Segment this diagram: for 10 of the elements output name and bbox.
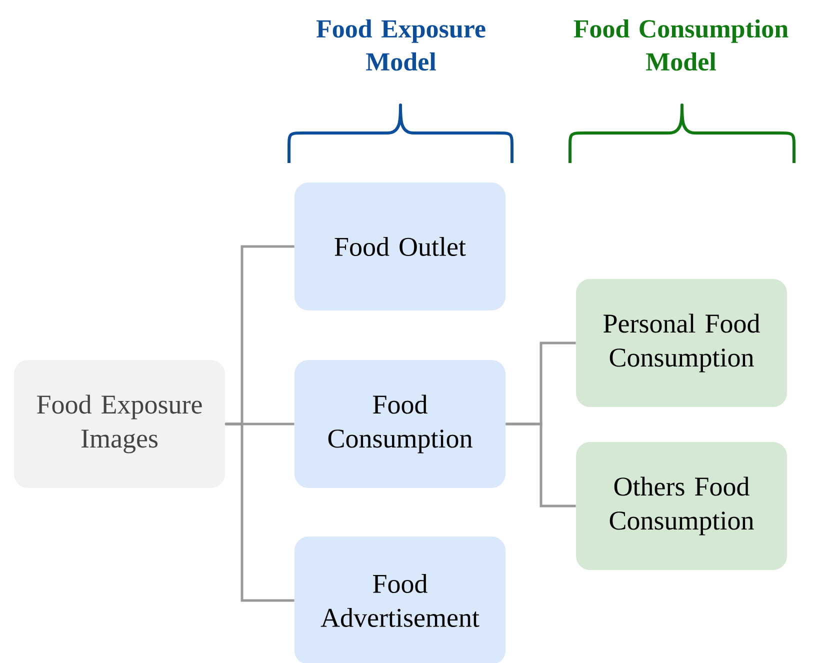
process-box: Food Consumption bbox=[294, 360, 506, 488]
process-box: Food Outlet bbox=[294, 182, 506, 310]
process-box: Food Advertisement bbox=[294, 536, 506, 663]
process-box: Food Exposure Images bbox=[14, 360, 225, 488]
model-heading: Food Consumption Model bbox=[574, 19, 788, 71]
process-box: Personal Food Consumption bbox=[576, 279, 787, 407]
connector-line bbox=[225, 422, 294, 602]
connector-line bbox=[506, 422, 576, 508]
process-box: Others Food Consumption bbox=[576, 442, 787, 570]
model-heading: Food Exposure Model bbox=[316, 19, 486, 71]
